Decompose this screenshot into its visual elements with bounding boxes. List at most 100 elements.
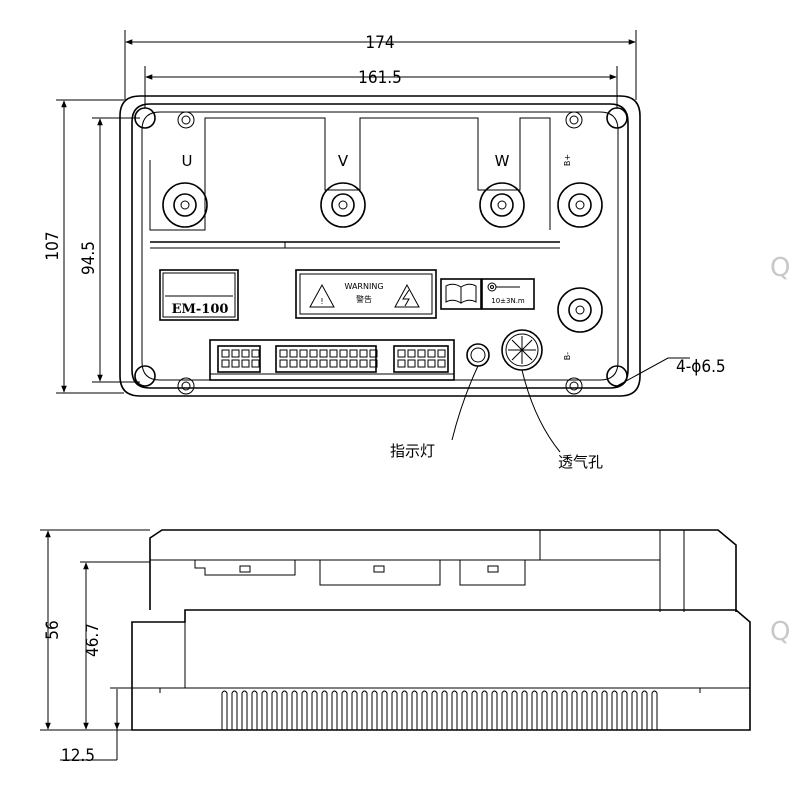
connector-pin (407, 359, 416, 368)
terminal-w (479, 182, 525, 228)
vent-hole-callout: 透气孔 (558, 453, 603, 471)
heatsink-fin (501, 690, 508, 730)
heatsink-fin (251, 690, 258, 730)
terminal-u (162, 182, 208, 228)
heatsink-fin (651, 690, 658, 730)
heatsink-fin (631, 690, 638, 730)
manual-book-icon (440, 278, 482, 310)
connector-pin (299, 359, 308, 368)
connector-pin (437, 359, 446, 368)
heatsink-fin (401, 690, 408, 730)
heatsink-fins (221, 690, 658, 730)
overall-height-dim: 107 (43, 231, 63, 260)
heatsink-fin (431, 690, 438, 730)
connector-pin (241, 349, 250, 358)
side-base-height-dim: 12.5 (61, 746, 95, 766)
heatsink-fin (261, 690, 268, 730)
connector-pin (251, 359, 260, 368)
heatsink-fin (461, 690, 468, 730)
mounting-hole-tl (134, 107, 195, 129)
connector-pin (427, 359, 436, 368)
heatsink-fin (601, 690, 608, 730)
heatsink-fin (641, 690, 648, 730)
connector-pin (349, 359, 358, 368)
torque-spec-text: 10±3N.m (491, 297, 525, 305)
connector-pin (279, 359, 288, 368)
connector-pin (369, 349, 378, 358)
connector-pin (437, 349, 446, 358)
heatsink-fin (231, 690, 238, 730)
signal-connector (209, 339, 455, 381)
watermark-mark-2: Q (770, 617, 790, 647)
connector-pin (417, 359, 426, 368)
connector-pin (359, 349, 368, 358)
heatsink-fin (441, 690, 448, 730)
heatsink-fin (281, 690, 288, 730)
connector-pin (231, 359, 240, 368)
heatsink-fin (571, 690, 578, 730)
connector-pin (289, 359, 298, 368)
heatsink-fin (341, 690, 348, 730)
heatsink-fin (591, 690, 598, 730)
vent-hole (501, 329, 543, 371)
warning-sticker: ! WARNING 警告 (295, 269, 437, 319)
connector-pin (221, 359, 230, 368)
heatsink-fin (331, 690, 338, 730)
heatsink-fin (421, 690, 428, 730)
connector-pin (319, 349, 328, 358)
connector-pin (329, 359, 338, 368)
width-dimensions (124, 30, 637, 108)
heatsink-fin (291, 690, 298, 730)
side-height-total-dim: 56 (43, 620, 63, 639)
heatsink-fin (611, 690, 618, 730)
connector-pin (289, 349, 298, 358)
connector-pin (359, 359, 368, 368)
overall-width-dim: 174 (365, 33, 394, 53)
heatsink-fin (471, 690, 478, 730)
heatsink-fin (521, 690, 528, 730)
connector-pin (397, 359, 406, 368)
height-dimensions (56, 99, 140, 394)
connector-pin (339, 349, 348, 358)
heatsink-fin (541, 690, 548, 730)
terminal-b-minus (557, 287, 603, 333)
model-text: EM-100 (172, 302, 229, 317)
heatsink-fin (481, 690, 488, 730)
connector-pin (427, 349, 436, 358)
connector-pin (309, 349, 318, 358)
heatsink-fin (561, 690, 568, 730)
connector-pin (299, 349, 308, 358)
warning-subtitle: 警告 (356, 294, 372, 304)
heatsink-fin (221, 690, 228, 730)
mounting-holes-dim: 4-ϕ6.5 (676, 357, 726, 377)
indicator-light (466, 343, 490, 367)
svg-text:!: ! (320, 297, 323, 306)
model-label-plate: EM-100 (159, 269, 239, 321)
connector-pin (339, 359, 348, 368)
heatsink-fin (531, 690, 538, 730)
terminal-u-label: U (182, 152, 193, 170)
warning-title: WARNING (344, 282, 383, 291)
heatsink-fin (411, 690, 418, 730)
hole-spacing-height-dim: 94.5 (79, 241, 99, 275)
connector-pin (407, 349, 416, 358)
top-view: U V W B+ B- EM-100 ! WARNING 警告 (119, 95, 641, 397)
heatsink-fin (451, 690, 458, 730)
connector-pin (251, 349, 260, 358)
heatsink-fin (361, 690, 368, 730)
heatsink-fin (321, 690, 328, 730)
heatsink-fin (301, 690, 308, 730)
torque-spec-box: 10±3N.m (481, 278, 535, 310)
terminal-b-plus-label: B+ (563, 154, 572, 166)
connector-pin (349, 349, 358, 358)
side-view (131, 529, 751, 731)
mounting-hole-bl (134, 365, 195, 395)
watermark-mark: Q (770, 253, 790, 283)
connector-pin (329, 349, 338, 358)
connector-pin (369, 359, 378, 368)
connector-pin (231, 349, 240, 358)
side-height-body-dim: 46.7 (83, 623, 103, 657)
side-dimensions (40, 529, 150, 761)
terminal-w-label: W (495, 152, 510, 170)
